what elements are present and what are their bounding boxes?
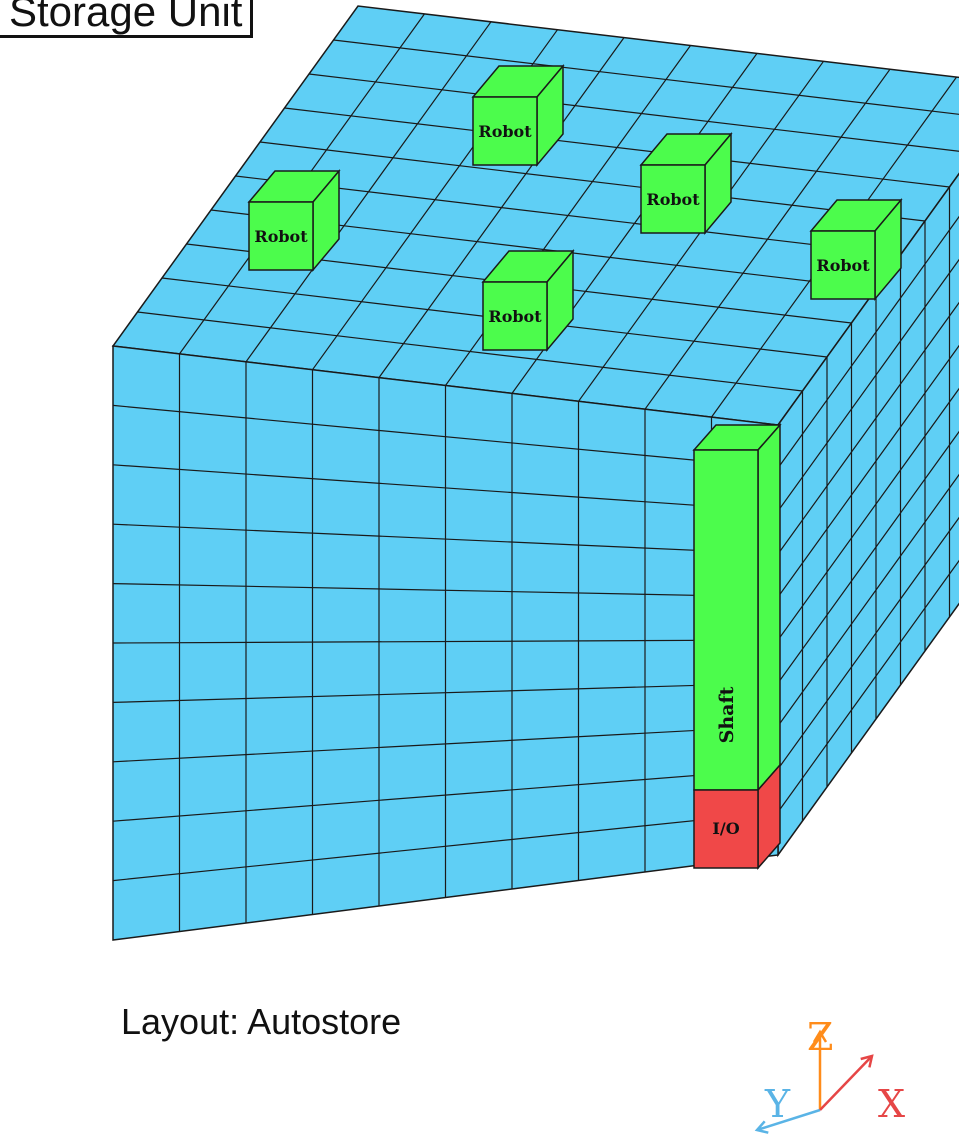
robot: Robot [481,248,575,353]
robot: Robot [247,168,341,273]
right-grid-line [777,301,959,555]
right-grid-line [777,559,959,813]
layout-caption: Layout: Autostore [121,1001,402,1042]
front-grid-line [112,404,779,469]
top-grid-line [308,73,959,152]
robot: Robot [639,131,733,236]
front-grid-line [112,523,779,555]
robot: Robot [471,63,565,168]
storage-cube [111,5,959,941]
robot: Robot [809,197,903,302]
right-grid-line [777,387,959,641]
right-grid-line [777,516,959,770]
right-grid-line [777,258,959,512]
front-grid-line [112,725,779,763]
right-grid-line [777,430,959,684]
z-axis-label: Z [807,1015,833,1059]
front-grid-line [112,811,779,882]
robot-label: Robot [646,190,700,209]
front-grid-line [112,464,779,512]
y-axis-arrow [754,1108,821,1134]
shaft-front [693,449,759,791]
right-grid-line [777,344,959,598]
front-grid-line [112,583,779,598]
robot-front [810,230,876,300]
top-grid-line [333,39,959,115]
robot-label: Robot [254,227,308,246]
robot-label: Robot [478,122,532,141]
title-box: Storage Unit [0,0,254,38]
io-label: I/O [712,819,739,838]
z-axis-arrow [812,1029,828,1110]
robot-label: Robot [488,307,542,326]
page-title: Storage Unit [9,0,243,35]
robot-front [472,96,538,166]
y-axis-label: Y [764,1082,791,1126]
front-grid-line [112,639,779,644]
io-port [693,789,759,869]
right-grid-line [777,473,959,727]
shaft-side [757,423,781,792]
top-grid-line [259,141,926,222]
x-axis-label: X [878,1082,905,1126]
top-grid-line [284,107,950,188]
robot-front [248,201,314,271]
front-grid-line [112,768,779,822]
shaft-label: Shaft [716,686,738,743]
x-axis-arrow [819,1054,874,1111]
right-grid-line [777,215,959,469]
robot-front [482,281,548,351]
robot-label: Robot [816,256,870,275]
top-grid-line [137,311,803,392]
axis-indicator: ZY X [754,1015,905,1134]
front-grid-line [112,682,779,703]
top-grid-line [235,175,901,256]
robot-front [640,164,706,234]
